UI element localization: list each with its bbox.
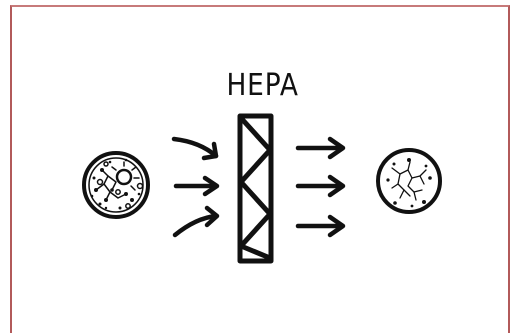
hepa-label: HEPA xyxy=(226,68,299,103)
curved-arrow-icon xyxy=(173,175,220,197)
curved-arrow-icon xyxy=(172,205,220,238)
clean-particle-icon xyxy=(376,148,442,214)
arrow-right-icon xyxy=(295,174,346,198)
contaminated-particle-icon xyxy=(82,151,150,219)
arrow-right-icon xyxy=(295,136,346,160)
outgoing-arrows xyxy=(295,136,346,238)
picture-frame xyxy=(10,5,510,333)
arrow-right-icon xyxy=(295,214,346,238)
incoming-arrows xyxy=(171,136,220,238)
curved-arrow-icon xyxy=(171,136,219,161)
hepa-filter-icon xyxy=(237,113,274,264)
